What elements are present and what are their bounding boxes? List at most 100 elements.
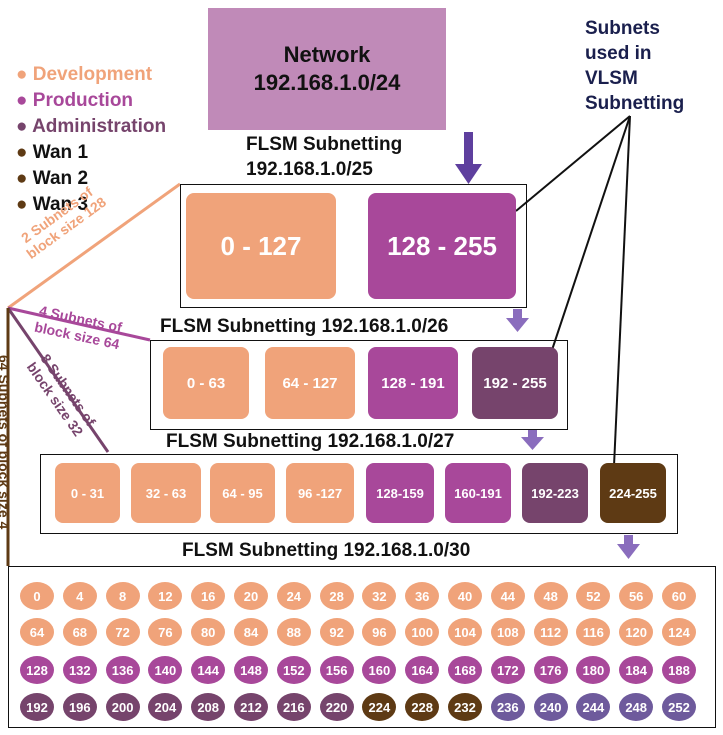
subnet-30-circle: 72	[105, 618, 140, 646]
block-26-3: 192 - 255	[472, 347, 558, 419]
subnet-30-circle: 212	[234, 693, 268, 721]
subnet-30-circle: 184	[619, 656, 654, 684]
vlsm-line-3	[613, 115, 631, 467]
subnet-30-circle: 116	[576, 618, 611, 646]
frame-level-25	[180, 184, 527, 308]
branch-label-4: 64 Subnets of block size 4	[0, 355, 12, 529]
subnet-30-circle: 172	[490, 656, 525, 684]
subnet-30-circle: 44	[490, 582, 525, 610]
subnet-30-circle: 228	[405, 693, 440, 721]
subnet-30-circle: 4	[62, 582, 97, 610]
block-25-1: 128 - 255	[368, 193, 516, 299]
subnet-30-circle: 96	[362, 618, 397, 646]
branch-line-32	[6, 307, 110, 453]
subnet-30-circle: 252	[662, 693, 696, 721]
subnet-30-circle: 36	[405, 582, 440, 610]
subnet-30-circle: 40	[448, 582, 482, 610]
legend-item-wan-2: ● Wan 2	[16, 168, 89, 189]
block-27-1: 32 - 63	[131, 463, 201, 523]
branch-line-128	[7, 182, 181, 310]
legend-item-wan-1: ● Wan 1	[16, 142, 89, 163]
subnet-30-circle: 124	[662, 618, 696, 646]
subnet-30-circle: 88	[276, 618, 311, 646]
subnet-30-circle: 148	[234, 656, 268, 684]
vlsm-note-line: Subnets	[585, 18, 660, 39]
subnet-30-circle: 188	[662, 656, 696, 684]
network-title: Network	[283, 42, 371, 67]
subnet-30-circle: 48	[533, 582, 568, 610]
subnet-30-circle: 164	[405, 656, 440, 684]
vlsm-line-1	[515, 115, 631, 212]
subnet-30-circle: 76	[148, 618, 183, 646]
caption-26: FLSM Subnetting 192.168.1.0/26	[160, 316, 449, 337]
caption-30: FLSM Subnetting 192.168.1.0/30	[182, 540, 471, 561]
subnet-30-circle: 196	[62, 693, 97, 721]
subnet-30-circle: 16	[191, 582, 226, 610]
legend-item-wan-3: ● Wan 3	[16, 194, 89, 215]
block-26-1: 64 - 127	[265, 347, 355, 419]
frame-level-30	[8, 566, 716, 728]
subnet-30-circle: 112	[533, 618, 568, 646]
subnet-30-circle: 20	[234, 582, 268, 610]
block-27-7: 224-255	[600, 463, 666, 523]
arrow-25-to-26	[506, 309, 529, 332]
block-27-2: 64 - 95	[210, 463, 275, 523]
subnet-30-circle: 208	[191, 693, 226, 721]
subnet-30-circle: 216	[276, 693, 311, 721]
subnet-30-circle: 248	[619, 693, 654, 721]
subnet-30-circle: 180	[576, 656, 611, 684]
subnet-30-circle: 32	[362, 582, 397, 610]
subnet-30-circle: 52	[576, 582, 611, 610]
subnet-30-circle: 8	[105, 582, 140, 610]
block-26-0: 0 - 63	[163, 347, 249, 419]
subnet-30-circle: 156	[319, 656, 354, 684]
arrow-27-to-30	[617, 535, 640, 559]
vlsm-line-2	[551, 115, 631, 351]
legend-item-administration: ● Administration	[16, 116, 167, 137]
block-27-3: 96 -127	[286, 463, 354, 523]
block-27-0: 0 - 31	[55, 463, 120, 523]
network-address: 192.168.1.0/24	[253, 70, 401, 95]
subnet-30-circle: 120	[619, 618, 654, 646]
subnet-30-circle: 244	[576, 693, 611, 721]
subnet-30-circle: 204	[148, 693, 183, 721]
subnet-30-circle: 28	[319, 582, 354, 610]
subnet-30-circle: 84	[234, 618, 268, 646]
subnet-30-circle: 176	[533, 656, 568, 684]
subnet-30-circle: 108	[490, 618, 525, 646]
caption-27: FLSM Subnetting 192.168.1.0/27	[166, 431, 455, 452]
branch-line-64	[7, 306, 151, 342]
subnet-30-circle: 240	[533, 693, 568, 721]
subnet-30-circle: 224	[362, 693, 397, 721]
subnet-30-circle: 232	[448, 693, 482, 721]
subnet-30-circle: 168	[448, 656, 482, 684]
subnet-30-circle: 100	[405, 618, 440, 646]
block-27-4: 128-159	[366, 463, 434, 523]
frame-level-26	[150, 340, 568, 430]
subnet-30-circle: 220	[319, 693, 354, 721]
vlsm-note: Subnets used in VLSM Subnetting	[585, 16, 684, 116]
subnet-30-circle: 56	[619, 582, 654, 610]
subnet-30-circle: 64	[20, 618, 54, 646]
subnet-30-circle: 12	[148, 582, 183, 610]
network-box: Network 192.168.1.0/24	[208, 8, 446, 130]
caption-25-line2: 192.168.1.0/25	[246, 159, 373, 180]
block-26-2: 128 - 191	[368, 347, 458, 419]
subnet-30-circle: 104	[448, 618, 482, 646]
subnet-30-circle: 136	[105, 656, 140, 684]
subnet-30-circle: 24	[276, 582, 311, 610]
subnet-30-circle: 128	[20, 656, 54, 684]
block-27-6: 192-223	[522, 463, 588, 523]
subnet-30-circle: 200	[105, 693, 140, 721]
vlsm-note-line: Subnetting	[585, 93, 685, 114]
legend-item-development: ● Development	[16, 64, 153, 85]
subnet-30-circle: 160	[362, 656, 397, 684]
block-25-0: 0 - 127	[186, 193, 336, 299]
subnet-30-circle: 60	[662, 582, 696, 610]
vlsm-note-line: used in	[585, 43, 652, 64]
arrow-26-to-27	[521, 430, 544, 450]
frame-level-27	[40, 454, 678, 534]
block-27-5: 160-191	[445, 463, 511, 523]
subnet-30-circle: 144	[191, 656, 226, 684]
